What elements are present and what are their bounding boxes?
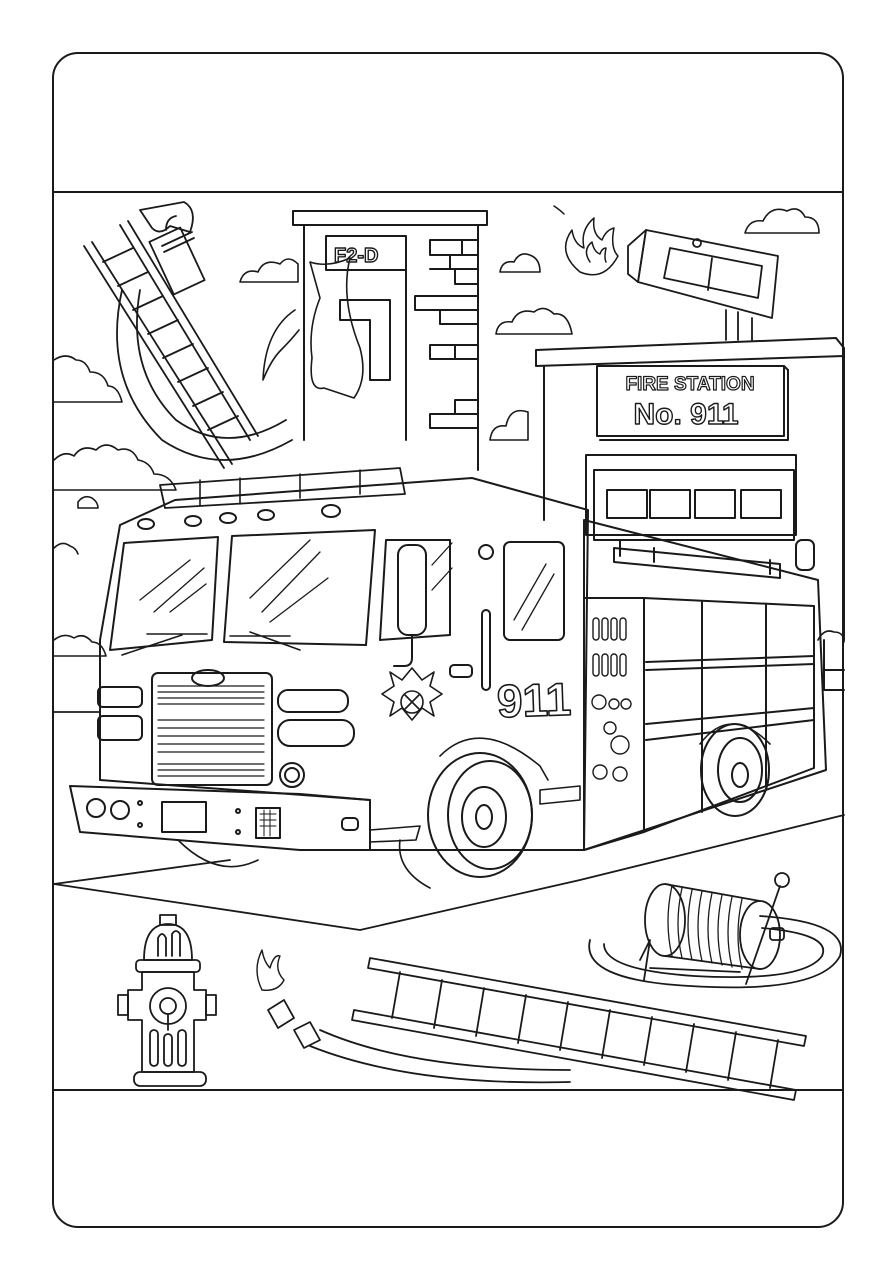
windshield-left <box>109 536 219 651</box>
tilted-ladder <box>83 220 259 469</box>
floodlight-icon <box>627 229 779 341</box>
flame-icon <box>564 217 619 276</box>
tower-sign-text: F2-D <box>334 245 378 267</box>
station-sign-line2: No. 911 <box>633 398 738 431</box>
clouds <box>53 208 845 657</box>
grate <box>255 807 281 839</box>
hose-reel-icon <box>588 872 842 989</box>
road-apron <box>53 711 845 931</box>
grille <box>151 672 273 786</box>
fire-hydrant-icon <box>117 914 217 1087</box>
brick-tower <box>292 210 488 471</box>
light-bar <box>159 467 406 509</box>
door-handle <box>481 609 491 691</box>
page-frame <box>52 52 844 1228</box>
hose-loop <box>116 289 293 461</box>
side-mirror <box>397 544 427 636</box>
fire-station-building <box>535 337 845 691</box>
fire-truck <box>69 467 827 889</box>
ground-ladder-icon <box>351 957 807 1101</box>
truck-door-number: 911 <box>496 673 572 728</box>
fire-extinguisher-icon <box>139 201 206 296</box>
road-edge <box>53 859 231 885</box>
spark <box>553 205 565 215</box>
station-sign-board <box>596 365 785 437</box>
windshield-right <box>223 529 376 646</box>
station-sign-line1: FIRE STATION <box>625 374 754 395</box>
ribbon <box>262 257 364 399</box>
maltese-cross-emblem-icon <box>381 667 443 721</box>
hose-nozzle-icon <box>256 949 571 1084</box>
